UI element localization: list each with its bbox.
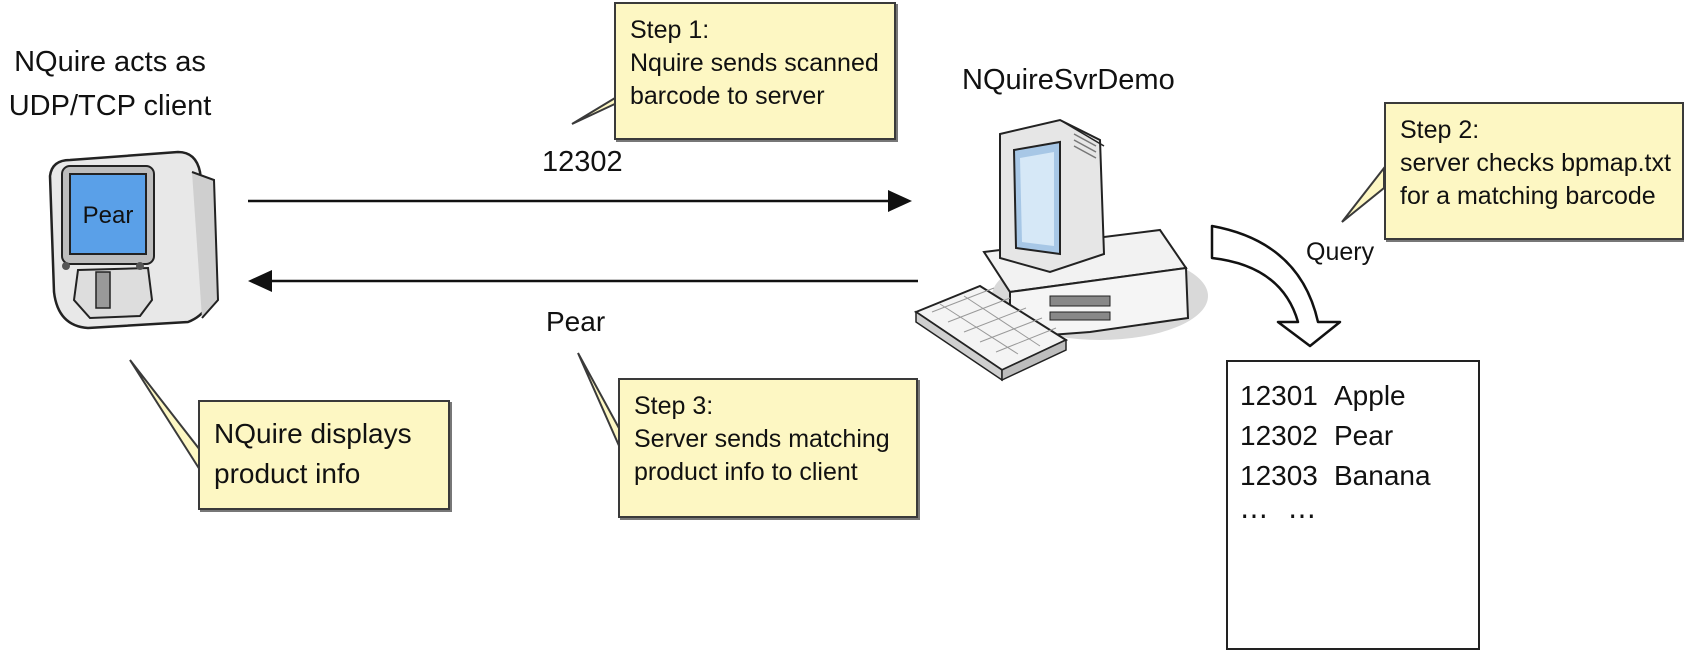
barcode-cell: ⋯ — [1240, 500, 1268, 531]
client-label: NQuire acts as UDP/TCP client — [0, 40, 220, 128]
client-display-note: NQuire displays product info — [198, 400, 450, 510]
query-arrow-icon — [1210, 224, 1342, 348]
client-label-line2: UDP/TCP client — [8, 90, 212, 122]
step1-note: Step 1: Nquire sends scanned barcode to … — [614, 2, 896, 140]
request-arrow — [248, 190, 912, 212]
client-note-line2: product info — [214, 458, 361, 489]
list-item: 12302 Pear — [1240, 416, 1478, 456]
step3-line2: product info to client — [634, 458, 858, 486]
step2-line2: for a matching barcode — [1400, 182, 1656, 210]
client-note-line1: NQuire displays — [214, 418, 412, 449]
list-item: 12301 Apple — [1240, 376, 1478, 416]
step3-line1: Server sends matching — [634, 425, 890, 453]
step2-note: Step 2: server checks bpmap.txt for a ma… — [1384, 102, 1684, 240]
step3-note: Step 3: Server sends matching product in… — [618, 378, 918, 518]
product-cell: Apple — [1334, 380, 1406, 411]
step2-pointer — [1341, 165, 1385, 223]
client-note-pointer — [129, 359, 201, 474]
step3-title: Step 3: — [634, 392, 714, 420]
step1-title: Step 1: — [630, 16, 710, 44]
list-item: ⋯⋯ — [1240, 496, 1478, 536]
step1-line1: Nquire sends scanned — [630, 49, 879, 77]
server-label: NQuireSvrDemo — [962, 64, 1175, 96]
barcode-cell: 12303 — [1240, 460, 1318, 491]
step2-line1: server checks bpmap.txt — [1400, 149, 1671, 177]
query-label: Query — [1306, 238, 1375, 266]
nquire-device-icon — [48, 150, 220, 330]
product-cell: Pear — [1334, 420, 1394, 451]
response-arrow — [248, 270, 918, 292]
barcode-cell: 12302 — [1240, 420, 1318, 451]
product-cell: Banana — [1334, 460, 1431, 491]
request-value: 12302 — [542, 146, 623, 178]
step3-pointer — [577, 352, 621, 449]
list-item: 12303 Banana — [1240, 456, 1478, 496]
response-value: Pear — [546, 306, 606, 337]
server-computer-icon — [913, 118, 1208, 382]
product-cell: ⋯ — [1288, 500, 1316, 531]
client-label-line1: NQuire acts as — [14, 46, 206, 78]
step2-title: Step 2: — [1400, 116, 1480, 144]
barcode-cell: 12301 — [1240, 380, 1318, 411]
device-screen-text: Pear — [82, 202, 134, 229]
step1-line2: barcode to server — [630, 82, 825, 110]
